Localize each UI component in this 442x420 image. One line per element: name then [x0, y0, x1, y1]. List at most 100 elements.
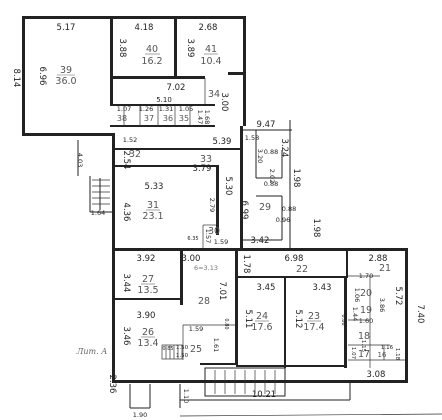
dim-3-86: 3.86: [378, 298, 386, 312]
stair-small-25: [161, 344, 183, 360]
dim-0-88-b: 0.88: [264, 180, 278, 188]
dim-3-00-top: 3.00: [219, 93, 229, 112]
dim-3-20: 3.20: [256, 149, 264, 163]
dim-0-80: 0.80: [223, 318, 229, 329]
room-40-number: 40: [146, 44, 158, 55]
dim-6-35: 6.35: [187, 236, 198, 242]
room-17-number: 17: [358, 349, 370, 360]
room-36-number: 36: [163, 114, 173, 123]
room-27-number: 27: [142, 274, 154, 285]
room-38-number: 38: [117, 114, 127, 123]
dim-1-64: 1.64: [91, 209, 105, 217]
dim-3-90: 3.90: [137, 311, 156, 321]
dim-3-42: 3.42: [251, 236, 270, 246]
room-32-number: 32: [129, 149, 141, 160]
dim-0-88-a: 0.88: [264, 148, 278, 156]
room-39-area: 36.0: [55, 76, 76, 87]
dim-2-79: 2.79: [208, 198, 216, 212]
dim-6-99: 6.99: [239, 201, 249, 220]
dim-0-85: 0.85: [162, 346, 173, 352]
dim-0-86: 0.86: [340, 314, 346, 325]
dim-6-98: 6.98: [285, 254, 304, 264]
room-26-area: 13.4: [137, 338, 158, 349]
room-35-number: 35: [179, 114, 189, 123]
literal-note: Лит. А: [76, 347, 108, 356]
wall-39-40: [110, 16, 113, 106]
dim-6-96: 6.96: [37, 67, 47, 86]
dim-1-07: 1.07: [117, 105, 131, 113]
dim-1-18: 1.18: [394, 348, 400, 361]
wall-27-28: [180, 250, 183, 305]
dim-1-06: 1.06: [353, 288, 361, 302]
dimension-labels: 8.14 5.17 4.18 2.68 6.96 3.88 3.89 7.02 …: [11, 23, 425, 419]
dim-5-39: 5.39: [213, 137, 232, 147]
room-23-number: 23: [308, 311, 320, 322]
wall-lower-bottom: [112, 380, 408, 383]
room-21-number: 21: [379, 263, 391, 274]
wall-top: [22, 16, 246, 19]
walls: [22, 16, 408, 383]
room-19-number: 19: [360, 305, 372, 316]
dim-2-68: 2.68: [199, 23, 218, 33]
room-40-area: 16.2: [141, 56, 162, 67]
dim-7-01: 7.01: [217, 282, 227, 301]
staircase-bottom: [129, 367, 351, 409]
wall-lower-left: [112, 248, 115, 383]
dim-1-47: 1.47: [196, 110, 204, 124]
wall-lower-right: [405, 248, 408, 383]
room-31-number: 31: [147, 200, 159, 211]
dim-0-96: 0.96: [276, 216, 290, 224]
dim-5-12: 5.12: [293, 310, 303, 329]
dim-6-3-13: 6=3.13: [194, 264, 218, 272]
dim-5-11: 5.11: [243, 310, 253, 329]
wall-24-23: [284, 278, 286, 368]
dim-9-47: 9.47: [257, 120, 276, 130]
dim-3-00-mid: 3.00: [182, 254, 201, 264]
dim-1-52: 1.52: [123, 136, 137, 144]
wall-21-left: [346, 250, 348, 278]
dim-4-36: 4.36: [121, 203, 131, 222]
wall-31-top: [113, 165, 218, 167]
wall-31-right: [216, 165, 219, 235]
wall-23-right: [344, 276, 347, 368]
dim-3-46: 3.46: [121, 327, 131, 346]
room-25-number: 25: [190, 344, 202, 355]
room-27-area: 13.5: [137, 285, 158, 296]
dim-1-16: 1.16: [381, 345, 394, 351]
dim-3-79: 3.79: [193, 164, 212, 174]
wall-40-41: [174, 16, 177, 78]
dim-0-88-c: 0.88: [282, 205, 296, 213]
wall-32-33: [113, 148, 240, 150]
edge-line: [179, 413, 442, 417]
dim-1-31: 1.31: [159, 105, 173, 113]
room-labels: 39 36.0 40 16.2 41 10.4 34 38 37 36 35 3…: [55, 44, 391, 360]
dim-2-54: 2.54: [121, 151, 131, 170]
dim-8-14: 8.14: [11, 69, 21, 88]
room-28-number: 28: [198, 296, 210, 307]
dim-7-40: 7.40: [415, 305, 425, 324]
room-41-area: 10.4: [200, 56, 221, 67]
wall-wc-bottom: [110, 125, 215, 127]
dim-1-44: 1.44: [351, 307, 359, 321]
room-34-number: 34: [208, 89, 220, 100]
dim-1-10: 1.10: [182, 389, 190, 403]
dim-2-88: 2.88: [369, 254, 388, 264]
room-23-area: 17.4: [303, 322, 324, 333]
room-31-area: 23.1: [142, 211, 163, 222]
wall-39-bottom: [22, 133, 112, 136]
dim-3-45: 3.45: [257, 283, 276, 293]
dim-5-17: 5.17: [57, 23, 76, 33]
wall-40-41-bottom: [110, 76, 205, 79]
room-29-number: 29: [259, 202, 271, 213]
wall-wc-top: [110, 104, 215, 106]
dim-3-89: 3.89: [185, 39, 195, 58]
room-20-number: 20: [360, 288, 372, 299]
partitions: [123, 78, 405, 368]
wall-right-upper: [243, 16, 246, 126]
dim-3-44: 3.44: [121, 274, 131, 293]
room-33-number: 33: [200, 154, 212, 165]
dim-5-10: 5.10: [156, 96, 172, 104]
room-39-number: 39: [60, 65, 72, 76]
dim-3-08: 3.08: [367, 370, 386, 380]
